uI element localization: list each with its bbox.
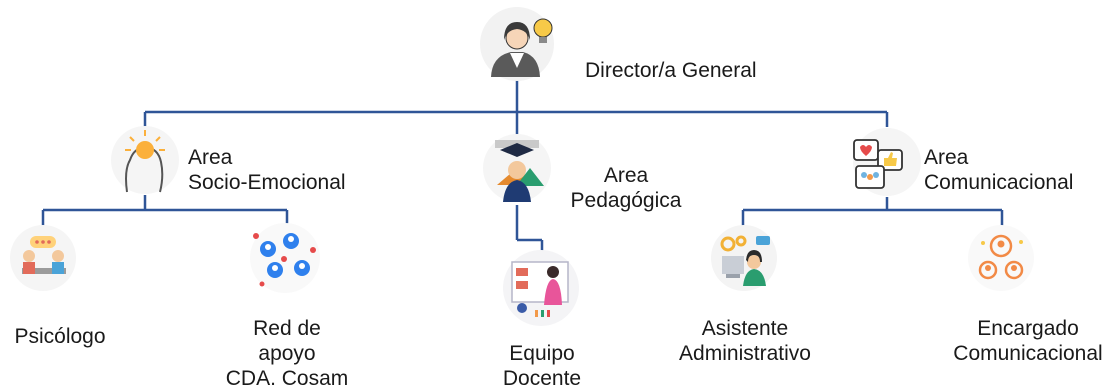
director-label-text: Director/a General xyxy=(585,59,757,82)
area-socio-line2: Socio-Emocional xyxy=(188,171,346,194)
role-red-line1: Red de xyxy=(253,317,321,340)
role-equipo-line1: Equipo xyxy=(509,342,575,365)
role-encargado-label: Encargado Comunicacional xyxy=(940,316,1116,366)
area-comunicacional-line1: Area xyxy=(924,146,969,169)
role-asistente-line1: Asistente xyxy=(701,317,789,340)
area-pedagogica-line2: Pedagógica xyxy=(570,189,682,212)
support-network-icon xyxy=(250,223,320,293)
area-comunicacional-line2: Comunicacional xyxy=(924,171,1074,194)
area-socio-line1: Area xyxy=(188,146,233,169)
social-feedback-icon xyxy=(853,128,921,196)
admin-assistant-icon xyxy=(711,225,777,291)
role-red-label: Red de apoyo CDA. Cosam xyxy=(207,316,367,391)
role-red-line3: CDA. Cosam xyxy=(225,367,349,390)
head-lightbulb-icon xyxy=(111,126,179,194)
role-psicologo-line1: Psicólogo xyxy=(14,325,106,348)
director-lightbulb-icon xyxy=(480,7,554,81)
role-equipo-label: Equipo Docente xyxy=(482,341,602,391)
role-encargado-line2: Comunicacional xyxy=(953,342,1103,365)
role-asistente-line2: Administrativo xyxy=(679,342,811,365)
role-equipo-line2: Docente xyxy=(502,367,582,390)
area-pedagogica-label: Area Pedagógica xyxy=(556,163,696,213)
communication-network-icon xyxy=(968,225,1034,291)
director-label: Director/a General xyxy=(585,58,757,83)
connector-lines xyxy=(41,78,1004,252)
role-psicologo-label: Psicólogo xyxy=(0,324,120,349)
counseling-session-icon xyxy=(10,225,76,291)
role-encargado-line1: Encargado xyxy=(977,317,1079,340)
role-asistente-label: Asistente Administrativo xyxy=(660,316,830,366)
graduate-books-icon xyxy=(483,134,551,202)
area-socio-label: Area Socio-Emocional xyxy=(188,145,346,195)
area-comunicacional-label: Area Comunicacional xyxy=(924,145,1073,195)
role-red-line2: apoyo xyxy=(258,342,316,365)
area-pedagogica-line1: Area xyxy=(603,164,649,187)
teacher-presentation-icon xyxy=(503,250,579,326)
